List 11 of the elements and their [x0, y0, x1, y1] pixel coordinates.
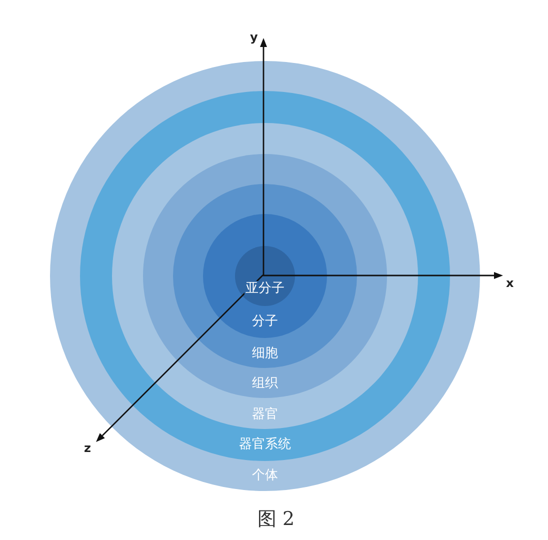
level-label: 个体: [251, 468, 279, 484]
axis-label: x: [506, 276, 514, 290]
axis-label: z: [84, 441, 91, 455]
level-label: 细胞: [251, 346, 279, 362]
level-label: 组织: [251, 376, 279, 392]
axis-label: y: [250, 30, 258, 44]
level-label: 分子: [251, 314, 279, 330]
level-label: 亚分子: [244, 281, 286, 297]
level-label: 器官: [251, 407, 279, 423]
level-label: 器官系统: [238, 437, 292, 453]
figure-caption: 图 2: [257, 508, 295, 530]
